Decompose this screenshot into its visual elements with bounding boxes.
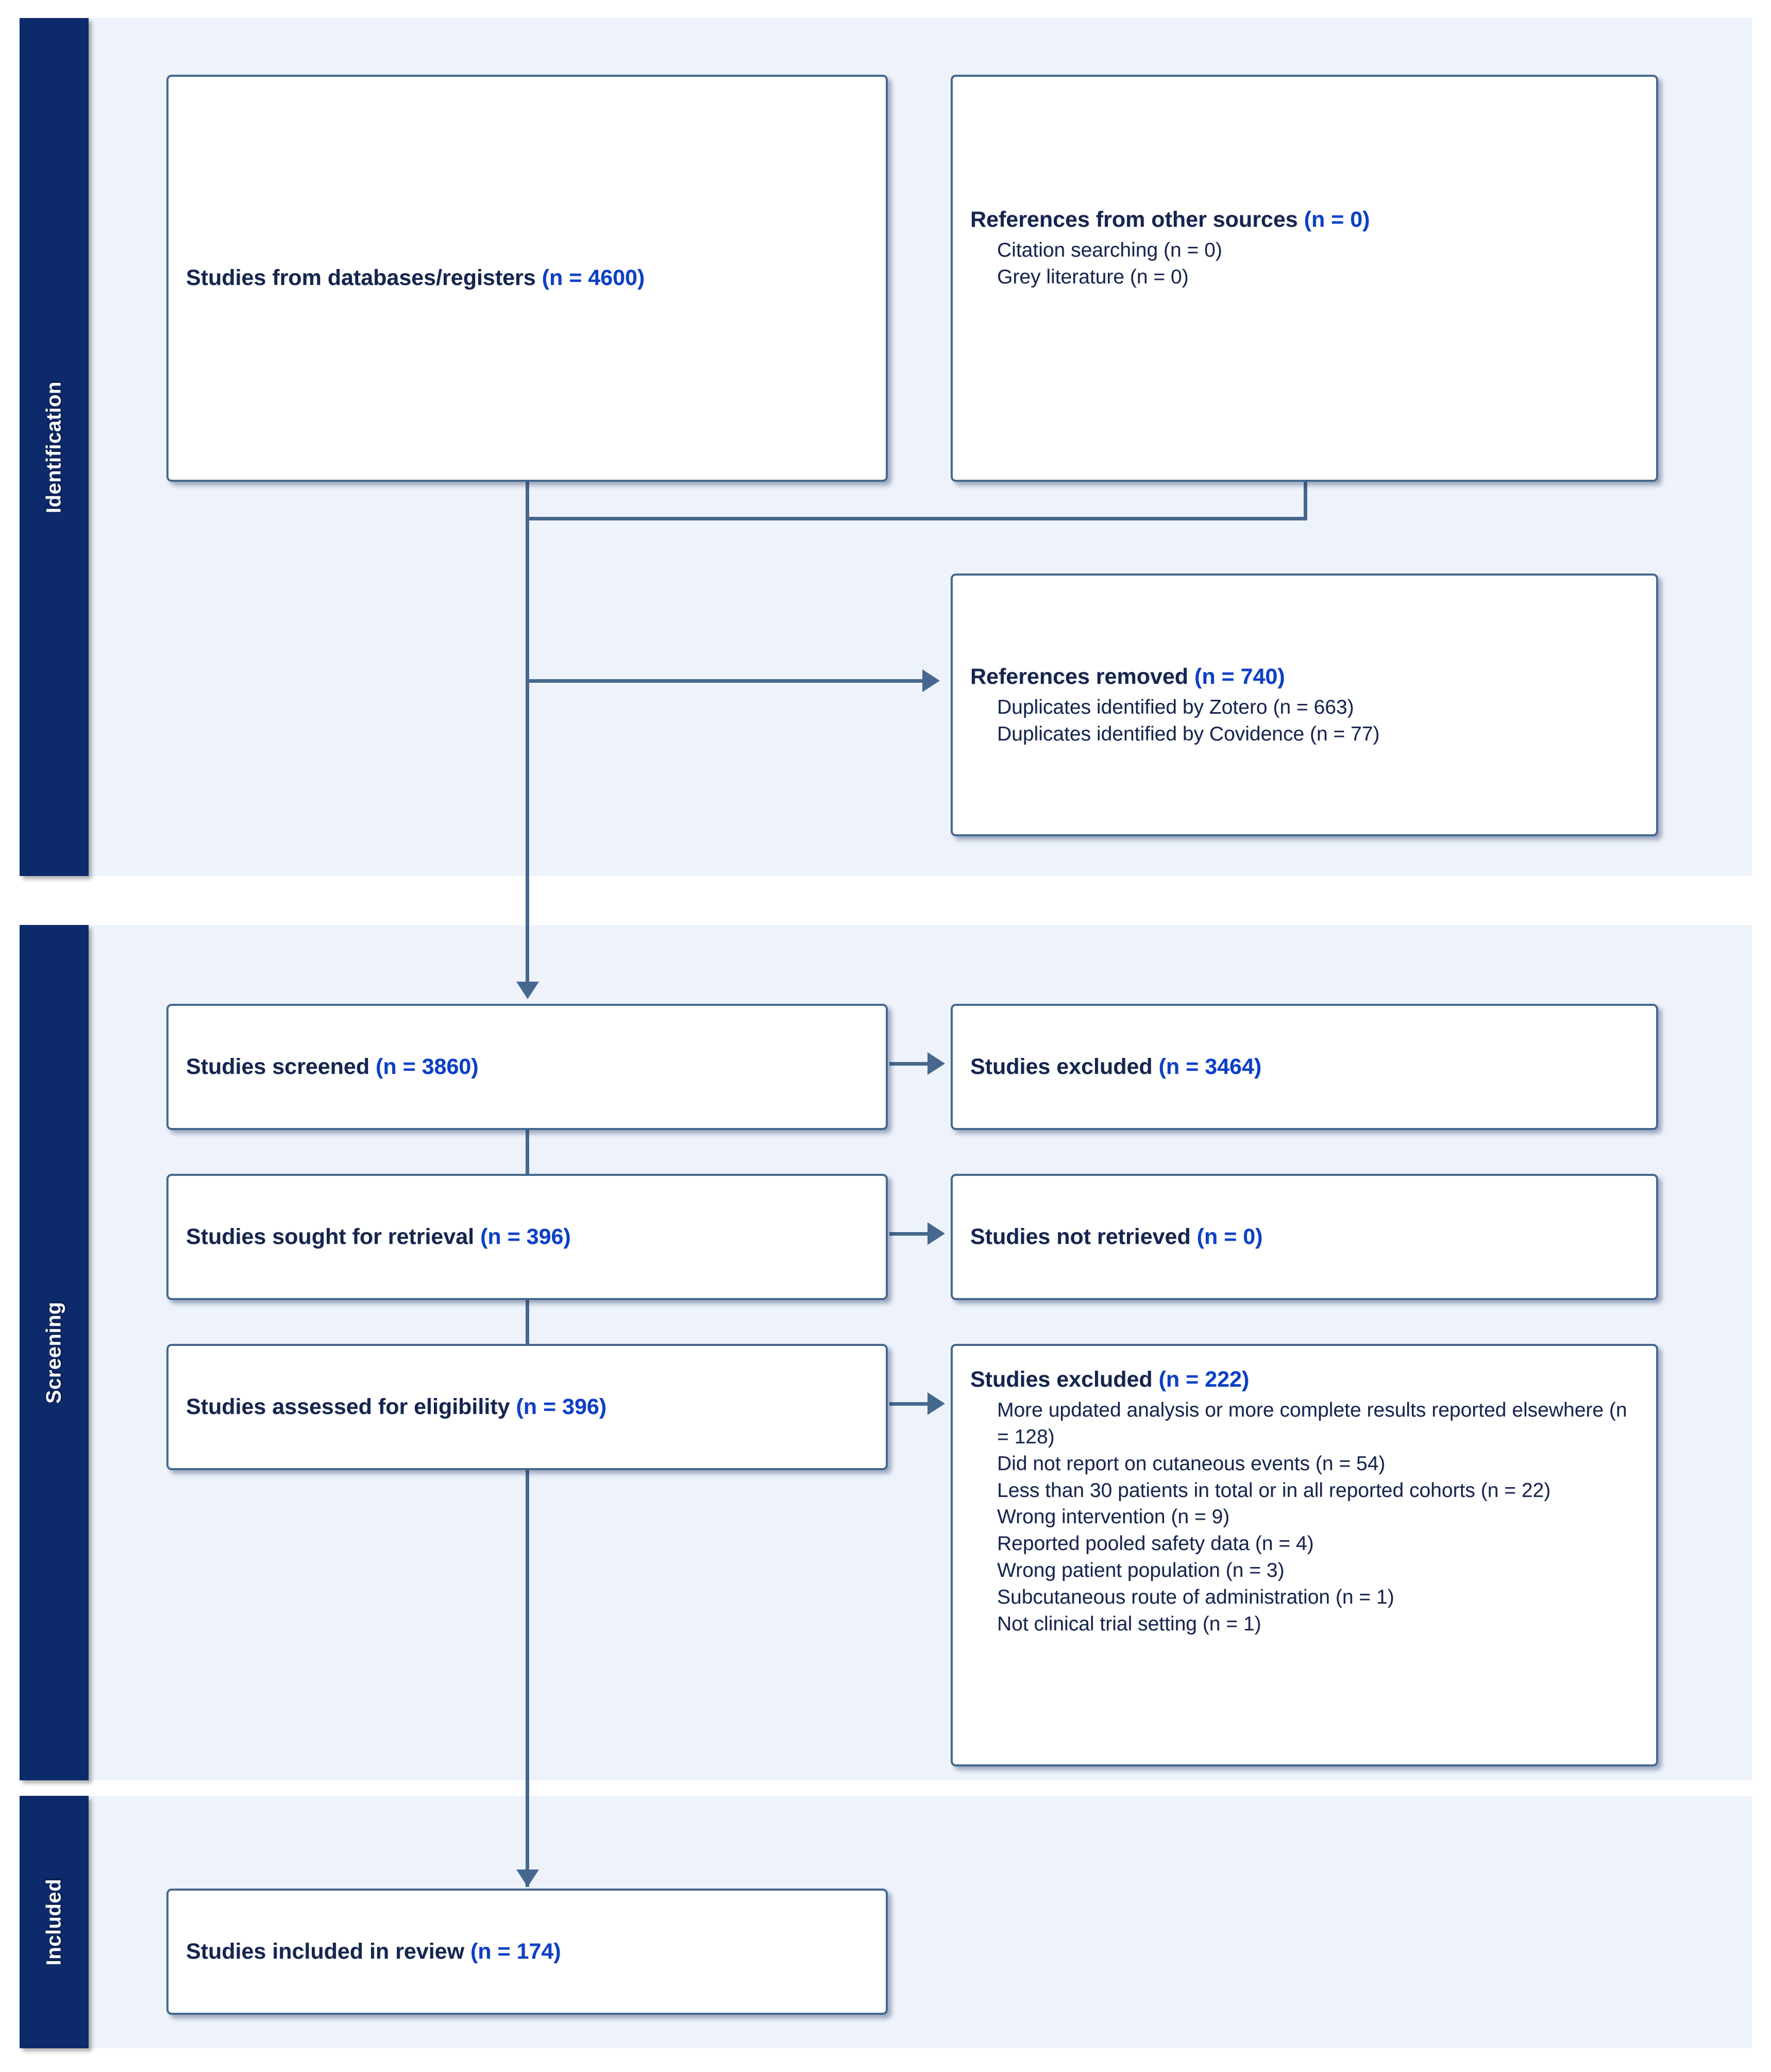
box-studies-from-databases-title: Studies from databases/registers (n = 46…	[186, 264, 868, 292]
list-item: Grey literature (n = 0)	[997, 265, 1189, 288]
box-studies-excluded-screening-count: (n = 3464)	[1158, 1054, 1262, 1079]
connector-screened-to-sought	[526, 1130, 529, 1207]
connector-sought-to-not-retrieved	[889, 1232, 931, 1236]
connector-to-references-removed	[526, 679, 925, 683]
connector-sought-to-assessed	[526, 1300, 529, 1377]
stage-label-included-text: Included	[42, 1878, 65, 1966]
connector-screened-to-excluded	[889, 1062, 931, 1066]
arrowhead-assessed-to-included	[516, 1869, 539, 1887]
box-studies-from-databases-label: Studies from databases/registers	[186, 265, 542, 291]
box-studies-from-databases: Studies from databases/registers (n = 46…	[166, 75, 888, 482]
box-studies-assessed-eligibility-title: Studies assessed for eligibility (n = 39…	[186, 1393, 868, 1421]
connector-assessed-to-excluded	[889, 1402, 931, 1406]
connector-databases-down	[526, 479, 529, 520]
box-studies-excluded-eligibility-title: Studies excluded (n = 222)	[970, 1366, 1639, 1394]
box-studies-excluded-screening-title: Studies excluded (n = 3464)	[970, 1053, 1639, 1081]
box-studies-not-retrieved: Studies not retrieved (n = 0)	[951, 1174, 1658, 1300]
list-item: Wrong patient population (n = 3)	[997, 1559, 1285, 1582]
arrowhead-sought-to-not-retrieved	[927, 1222, 945, 1245]
list-item: Reported pooled safety data (n = 4)	[997, 1532, 1314, 1555]
box-references-other-sources-count: (n = 0)	[1304, 207, 1370, 232]
box-studies-assessed-eligibility-count: (n = 396)	[516, 1394, 607, 1419]
box-studies-not-retrieved-count: (n = 0)	[1196, 1224, 1263, 1249]
box-studies-assessed-eligibility: Studies assessed for eligibility (n = 39…	[166, 1344, 888, 1470]
list-item: More updated analysis or more complete r…	[997, 1399, 1627, 1448]
box-references-removed-count: (n = 740)	[1194, 664, 1285, 689]
arrowhead-assessed-to-excluded	[927, 1392, 945, 1415]
list-item: Duplicates identified by Covidence (n = …	[997, 722, 1380, 745]
list-item: Wrong intervention (n = 9)	[997, 1506, 1230, 1528]
list-item: Duplicates identified by Zotero (n = 663…	[997, 696, 1354, 718]
box-studies-excluded-eligibility-reasons: More updated analysis or more complete r…	[970, 1397, 1639, 1638]
stage-label-identification-text: Identification	[42, 381, 65, 513]
list-item: Subcutaneous route of administration (n …	[997, 1586, 1394, 1609]
box-references-removed: References removed (n = 740) Duplicates …	[951, 574, 1658, 836]
box-studies-screened: Studies screened (n = 3860)	[166, 1004, 888, 1130]
arrowhead-screened-to-excluded	[927, 1052, 945, 1075]
box-studies-from-databases-count: (n = 4600)	[542, 265, 645, 291]
box-references-other-sources: References from other sources (n = 0) Ci…	[951, 75, 1658, 482]
box-studies-screened-label: Studies screened	[186, 1054, 376, 1079]
box-references-other-sources-label: References from other sources	[970, 207, 1304, 232]
box-studies-included-review-label: Studies included in review	[186, 1939, 470, 1964]
box-studies-assessed-eligibility-label: Studies assessed for eligibility	[186, 1394, 516, 1419]
list-item: Not clinical trial setting (n = 1)	[997, 1612, 1261, 1635]
arrowhead-to-studies-screened	[516, 982, 539, 999]
box-references-other-sources-sublist: Citation searching (n = 0) Grey literatu…	[970, 237, 1639, 291]
box-studies-sought-retrieval-count: (n = 396)	[480, 1224, 571, 1249]
box-references-removed-title: References removed (n = 740)	[970, 663, 1639, 691]
box-references-other-sources-title: References from other sources (n = 0)	[970, 206, 1639, 234]
box-references-removed-sublist: Duplicates identified by Zotero (n = 663…	[970, 694, 1639, 748]
box-studies-included-review-count: (n = 174)	[470, 1939, 561, 1964]
box-studies-excluded-eligibility-count: (n = 222)	[1158, 1367, 1250, 1392]
box-studies-excluded-eligibility-label: Studies excluded	[970, 1367, 1159, 1392]
box-studies-excluded-screening-label: Studies excluded	[970, 1054, 1159, 1079]
stage-label-screening: Screening	[20, 925, 89, 1780]
stage-label-identification: Identification	[20, 18, 89, 876]
box-studies-sought-retrieval-title: Studies sought for retrieval (n = 396)	[186, 1223, 868, 1251]
box-studies-excluded-screening: Studies excluded (n = 3464)	[951, 1004, 1658, 1130]
box-studies-screened-count: (n = 3860)	[376, 1054, 479, 1079]
connector-other-sources-down	[1304, 479, 1307, 520]
stage-label-screening-text: Screening	[42, 1302, 65, 1404]
connector-merge-horizontal	[526, 517, 1307, 520]
arrowhead-to-references-removed	[922, 669, 940, 692]
list-item: Less than 30 patients in total or in all…	[997, 1479, 1551, 1502]
box-studies-not-retrieved-label: Studies not retrieved	[970, 1224, 1197, 1249]
box-studies-screened-title: Studies screened (n = 3860)	[186, 1053, 868, 1081]
stage-label-included: Included	[20, 1796, 89, 2048]
box-studies-sought-retrieval-label: Studies sought for retrieval	[186, 1224, 481, 1249]
box-studies-included-review-title: Studies included in review (n = 174)	[186, 1938, 868, 1966]
connector-assessed-to-included	[526, 1470, 529, 1887]
box-studies-included-review: Studies included in review (n = 174)	[166, 1889, 888, 2015]
box-studies-sought-retrieval: Studies sought for retrieval (n = 396)	[166, 1174, 888, 1300]
connector-main-trunk-identification	[526, 517, 529, 985]
list-item: Citation searching (n = 0)	[997, 239, 1222, 262]
box-studies-not-retrieved-title: Studies not retrieved (n = 0)	[970, 1223, 1639, 1251]
list-item: Did not report on cutaneous events (n = …	[997, 1452, 1386, 1475]
box-references-removed-label: References removed	[970, 664, 1194, 689]
box-studies-excluded-eligibility: Studies excluded (n = 222) More updated …	[951, 1344, 1658, 1766]
